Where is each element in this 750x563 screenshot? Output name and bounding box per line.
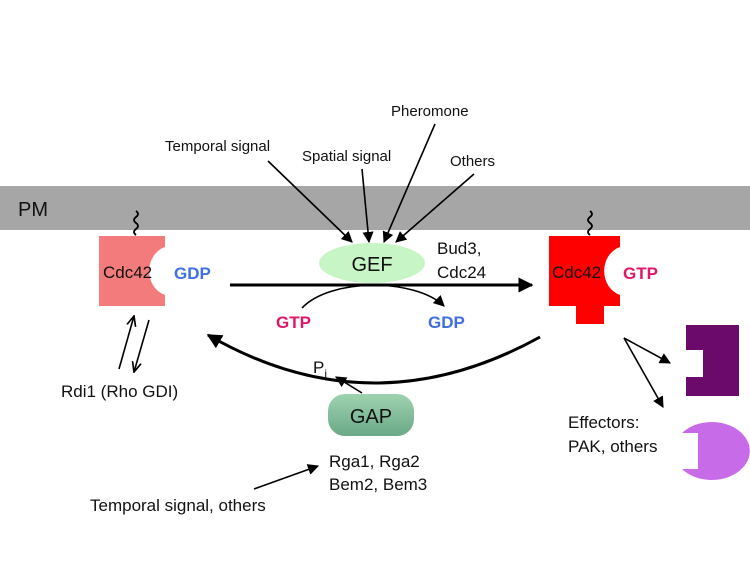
gdi-arrow-up [118, 316, 134, 370]
active-cdc42-squiggle [587, 210, 593, 236]
spatial-signal-arrow [361, 168, 374, 244]
others-signal-label: Others [450, 153, 495, 170]
gap-proteins-line1: Rga1, Rga2 [329, 452, 420, 471]
inactive-cdc42-squiggle [133, 210, 139, 236]
gap-box [328, 394, 414, 436]
inactivation-arrow [206, 333, 541, 385]
effectors-line1: Effectors: [568, 413, 640, 432]
active-cdc42-label: Cdc42 [552, 263, 601, 282]
gef-proteins-line1: Bud3, [437, 239, 481, 258]
gap-signal-label: Temporal signal, others [90, 496, 266, 515]
active-gtp-label: GTP [623, 264, 658, 283]
inactive-cdc42-shape [99, 236, 165, 306]
phosphate-subscript: i [324, 367, 327, 381]
gap-proteins-line2: Bem2, Bem3 [329, 475, 427, 494]
exchange-curve [301, 284, 445, 309]
phosphate-label: Pi [313, 358, 327, 381]
effector-violet-shape [682, 422, 750, 480]
effector-arrow-2 [623, 337, 664, 408]
pheromone-arrow [382, 123, 436, 244]
effectors-line2: PAK, others [568, 437, 657, 456]
membrane-label: PM [18, 199, 48, 221]
phosphate-release-arrow [335, 376, 363, 394]
temporal-signal-label: Temporal signal [165, 138, 270, 155]
inactive-gdp-label: GDP [174, 264, 211, 283]
plasma-membrane [0, 186, 750, 230]
gdi-label: Rdi1 (Rho GDI) [61, 382, 178, 401]
gef-proteins-line2: Cdc24 [437, 263, 486, 282]
inactive-cdc42-label: Cdc42 [103, 263, 152, 282]
active-cdc42-shape [549, 236, 620, 324]
others-signal-arrow [395, 173, 475, 243]
exchange-gtp-label: GTP [276, 313, 311, 332]
exchange-gdp-label: GDP [428, 313, 465, 332]
spatial-signal-label: Spatial signal [302, 148, 391, 165]
gef-ellipse [319, 243, 425, 283]
pheromone-label: Pheromone [391, 103, 469, 120]
gap-signal-arrow [253, 464, 320, 490]
effector-purple-shape [686, 325, 739, 396]
temporal-signal-arrow [267, 160, 353, 243]
gap-label: GAP [350, 406, 392, 428]
effector-arrow-1 [623, 337, 671, 364]
phosphate-symbol: P [313, 358, 324, 377]
gdi-arrow-down [134, 319, 150, 372]
gef-label: GEF [351, 254, 392, 276]
